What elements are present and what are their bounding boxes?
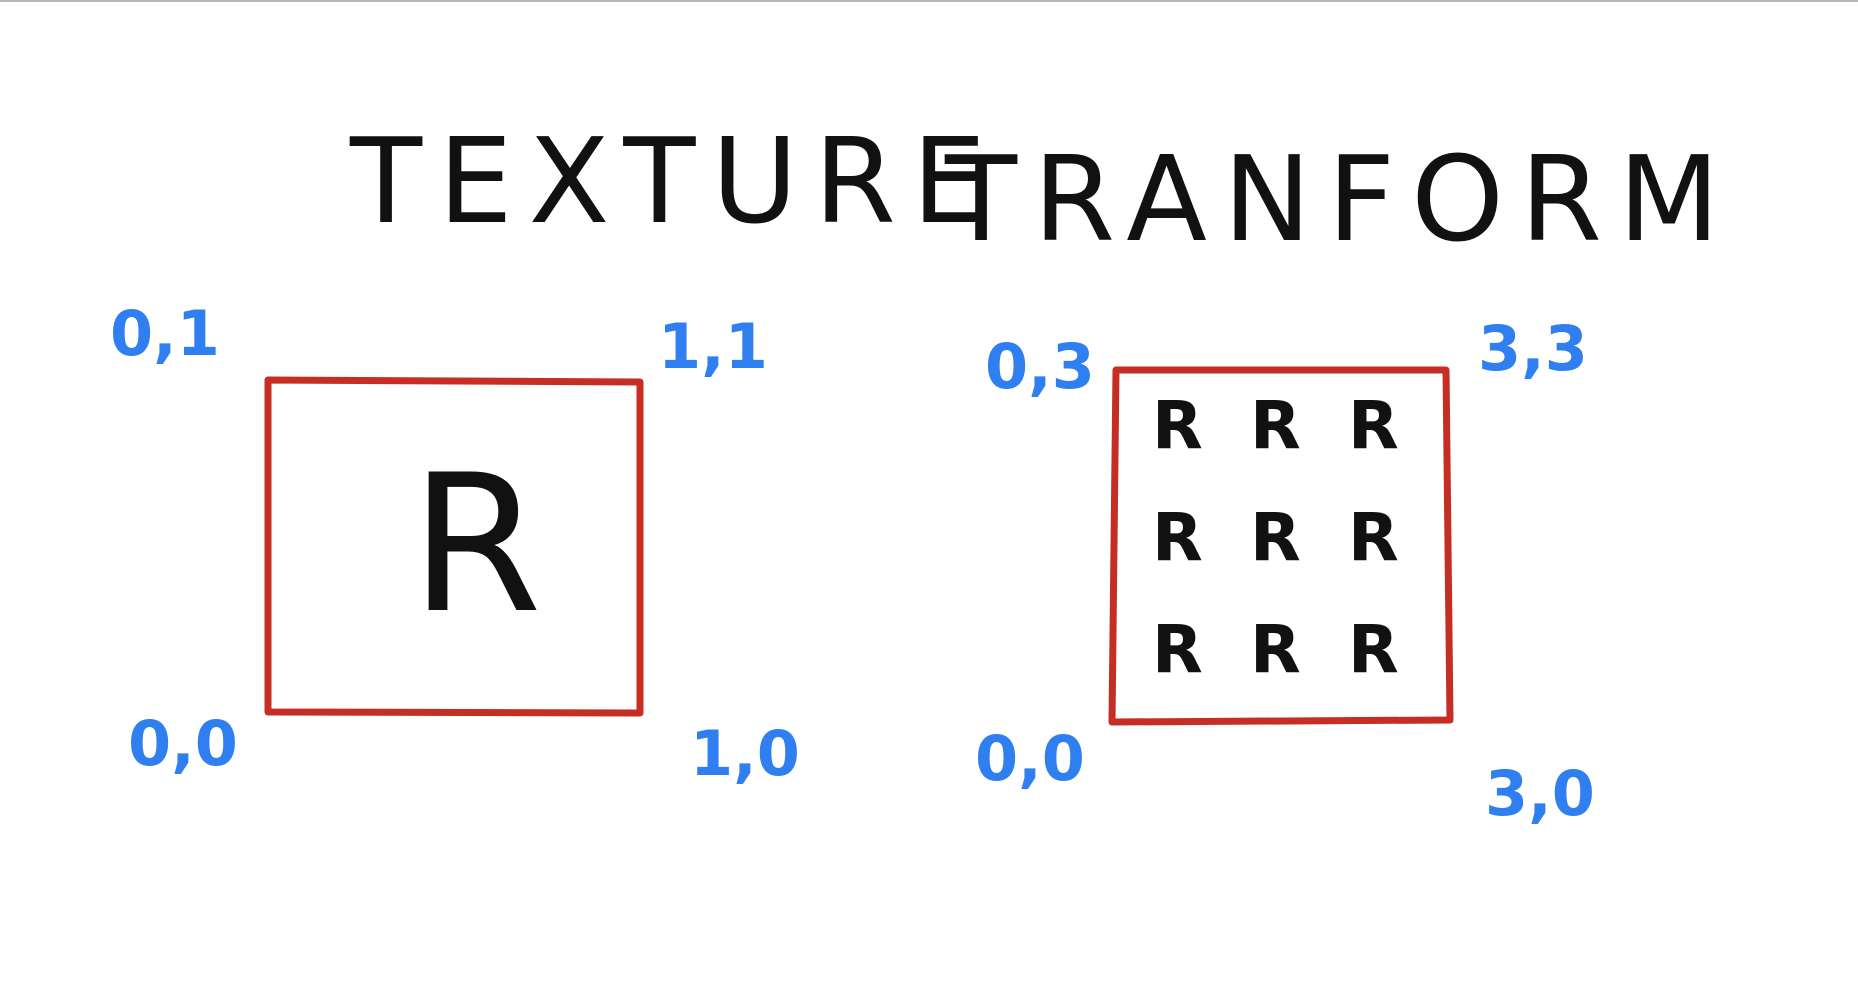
right-corner-bottom-right-label: 3,0 xyxy=(1485,757,1595,830)
left-corner-bottom-left-label: 0,0 xyxy=(128,707,238,780)
top-border-line xyxy=(0,0,1858,2)
right-texture-box xyxy=(1108,366,1454,726)
right-corner-top-right-label: 3,3 xyxy=(1478,312,1588,385)
tile-glyph: R xyxy=(1348,499,1399,576)
left-corner-top-left-label: 0,1 xyxy=(110,297,220,370)
tile-glyph: R xyxy=(1152,387,1203,464)
left-texture-box xyxy=(264,376,644,717)
title-word-texture: TEXTURE xyxy=(349,112,1002,250)
tile-glyph: R xyxy=(1152,499,1203,576)
tile-glyph: R xyxy=(1348,611,1399,688)
tile-glyph: R xyxy=(1250,387,1301,464)
right-corner-bottom-left-label: 0,0 xyxy=(975,722,1085,795)
title-word-tranform: TRANFORM xyxy=(944,130,1736,268)
tile-glyph: R xyxy=(1250,499,1301,576)
right-corner-top-left-label: 0,3 xyxy=(985,330,1095,403)
left-texture-glyph: R xyxy=(410,434,542,655)
tile-glyph: R xyxy=(1250,611,1301,688)
tile-glyph: R xyxy=(1348,387,1399,464)
left-corner-bottom-right-label: 1,0 xyxy=(690,717,800,790)
tile-glyph: R xyxy=(1152,611,1203,688)
title: TEXTURE TRANFORM xyxy=(349,112,1736,268)
left-panel: R 0,1 1,1 0,0 1,0 xyxy=(110,297,800,790)
left-corner-top-right-label: 1,1 xyxy=(658,310,768,383)
